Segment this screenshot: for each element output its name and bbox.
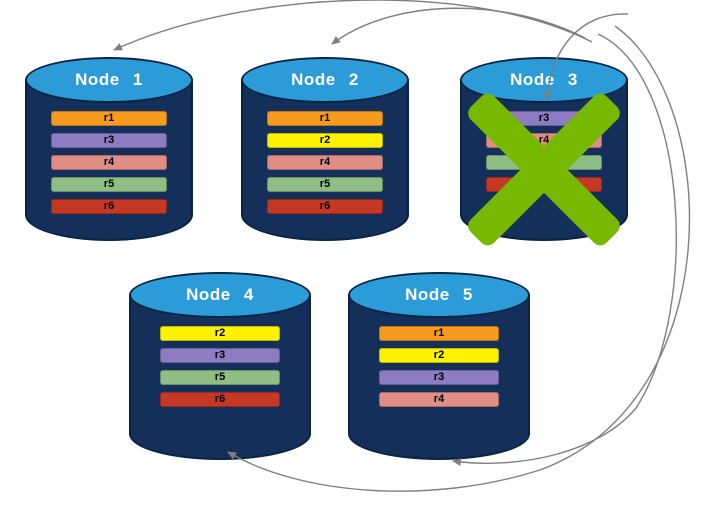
replica-label: r4	[433, 393, 445, 405]
replica-bar-r1: r1	[51, 111, 167, 126]
replica-bar-r2: r2	[160, 326, 280, 341]
node-label: Node 4	[186, 285, 254, 304]
cylinder-top: Node 1	[25, 57, 193, 103]
replica-list: r1 r2 r3 r4	[348, 326, 530, 407]
replica-list: r2 r3 r5 r6	[129, 326, 311, 407]
replica-bar-r4: r4	[51, 155, 167, 170]
replica-bar-r5: r5	[51, 177, 167, 192]
replica-bar-r1: r1	[267, 111, 383, 126]
replica-bar-r4: r4	[379, 392, 499, 407]
replica-label: r4	[319, 156, 331, 168]
replica-bar-r3: r3	[160, 348, 280, 363]
replica-label: r3	[538, 112, 550, 124]
replica-label: r4	[103, 156, 115, 168]
replica-label: r6	[103, 200, 115, 212]
replica-bar-r5: r5	[160, 370, 280, 385]
replica-label: r3	[103, 134, 115, 146]
replica-bar-r1: r1	[379, 326, 499, 341]
replica-label: r1	[433, 327, 445, 339]
db-node-node-4: Node 4 r2 r3 r5 r6	[129, 272, 311, 460]
db-node-node-2: Node 2 r1 r2 r4 r5 r6	[241, 57, 409, 241]
replica-label: r1	[319, 112, 331, 124]
replica-list: r1 r3 r4 r5 r6	[25, 111, 193, 214]
replica-label: r6	[319, 200, 331, 212]
node-label: Node 2	[291, 70, 359, 89]
cylinder-top: Node 2	[241, 57, 409, 103]
node-label: Node 5	[405, 285, 473, 304]
replica-bar-r6: r6	[267, 199, 383, 214]
replica-label: r2	[319, 134, 331, 146]
replica-label: r5	[319, 178, 331, 190]
arrow-node-3-to-node-2	[331, 7, 586, 45]
cylinder-top: Node 5	[348, 272, 530, 318]
replica-bar-r6: r6	[51, 199, 167, 214]
replica-label: r5	[214, 371, 226, 383]
replica-label: r2	[433, 349, 445, 361]
replica-bar-r2: r2	[267, 133, 383, 148]
replica-bar-r6: r6	[160, 392, 280, 407]
replica-label: r1	[103, 112, 115, 124]
replica-label: r5	[103, 178, 115, 190]
replica-bar-r4: r4	[267, 155, 383, 170]
replica-label: r2	[214, 327, 226, 339]
replica-bar-r3: r3	[51, 133, 167, 148]
replica-label: r6	[214, 393, 226, 405]
arrow-node-3-to-node-1	[113, 0, 593, 51]
db-node-node-5: Node 5 r1 r2 r3 r4	[348, 272, 530, 460]
replica-bar-r3: r3	[379, 370, 499, 385]
db-node-node-1: Node 1 r1 r3 r4 r5 r6	[25, 57, 193, 241]
cylinder-top: Node 4	[129, 272, 311, 318]
replica-label: r3	[214, 349, 226, 361]
replica-label: r3	[433, 371, 445, 383]
replica-bar-r5: r5	[267, 177, 383, 192]
replica-bar-r2: r2	[379, 348, 499, 363]
node-label: Node 1	[75, 70, 143, 89]
replica-list: r1 r2 r4 r5 r6	[241, 111, 409, 214]
node-label: Node 3	[510, 70, 578, 89]
